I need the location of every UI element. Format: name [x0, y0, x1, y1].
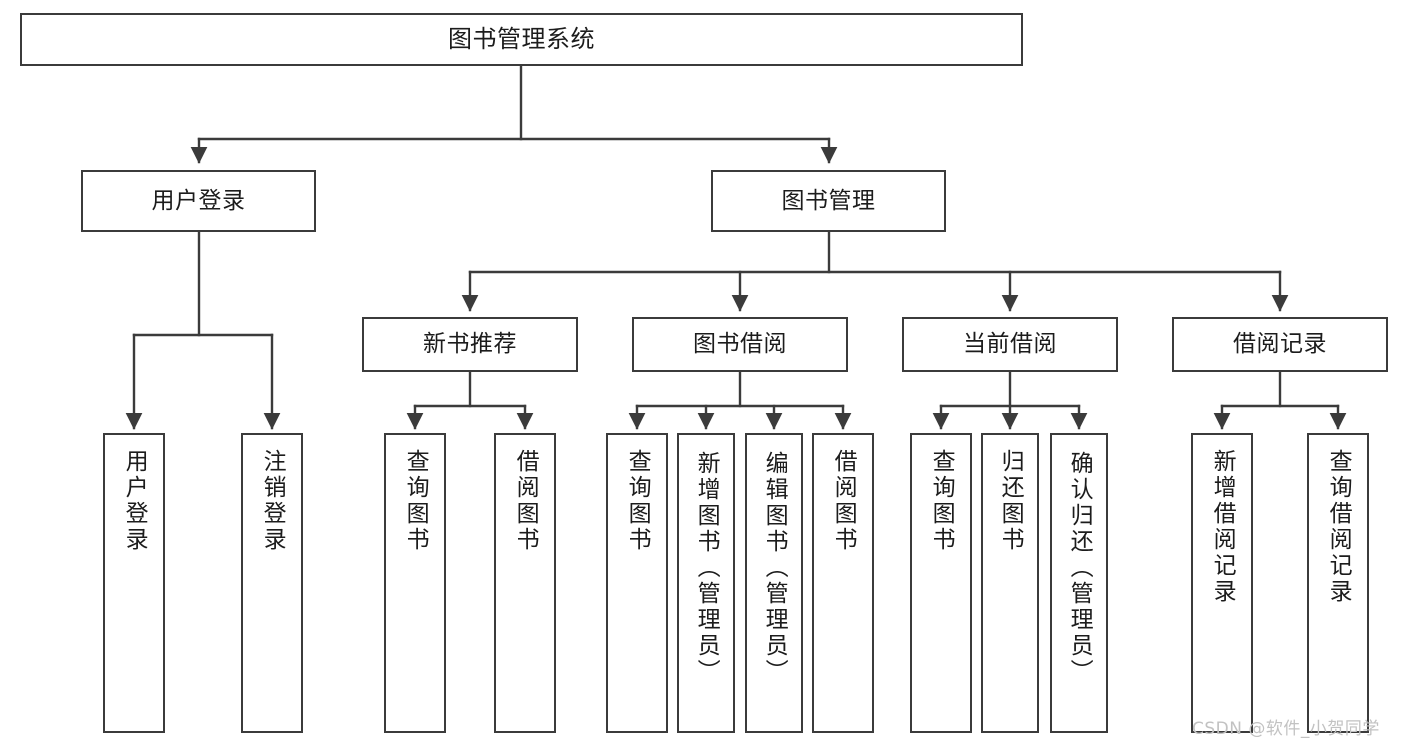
node-root-book-management-system[interactable]: 图书管理系统 [20, 13, 1023, 66]
node-label: 新增借阅记录 [1209, 449, 1236, 605]
node-label: 查询图书 [402, 449, 429, 553]
node-leaf-query-book-new[interactable]: 查询图书 [384, 433, 446, 733]
node-label: 查询图书 [928, 449, 955, 553]
node-label: 归还图书 [997, 449, 1024, 553]
node-label: 用户登录 [121, 449, 148, 553]
node-user-login[interactable]: 用户登录 [81, 170, 316, 232]
node-label: 借阅图书 [512, 449, 539, 553]
node-leaf-query-borrow-record[interactable]: 查询借阅记录 [1307, 433, 1369, 733]
node-label: 当前借阅 [963, 331, 1057, 358]
node-new-book-recommendation[interactable]: 新书推荐 [362, 317, 578, 372]
node-leaf-add-borrow-record[interactable]: 新增借阅记录 [1191, 433, 1253, 733]
node-leaf-edit-book-admin[interactable]: 编辑图书（管理员） [745, 433, 803, 733]
node-label: 编辑图书（管理员） [761, 451, 788, 685]
node-label: 借阅图书 [830, 449, 857, 553]
node-borrowing-record[interactable]: 借阅记录 [1172, 317, 1388, 372]
node-leaf-user-login[interactable]: 用户登录 [103, 433, 165, 733]
csdn-watermark: CSDN @软件_小贺同学 [1192, 719, 1380, 739]
node-leaf-query-book-borrow[interactable]: 查询图书 [606, 433, 668, 733]
node-label: 查询借阅记录 [1325, 449, 1352, 605]
node-label: 注销登录 [259, 449, 286, 553]
node-label: 确认归还（管理员） [1066, 451, 1093, 685]
node-current-borrowing[interactable]: 当前借阅 [902, 317, 1118, 372]
node-label: 图书管理系统 [448, 24, 595, 53]
node-book-management[interactable]: 图书管理 [711, 170, 946, 232]
node-label: 新书推荐 [423, 331, 517, 358]
node-label: 借阅记录 [1233, 331, 1327, 358]
node-book-borrowing[interactable]: 图书借阅 [632, 317, 848, 372]
node-leaf-borrow-book-borrow[interactable]: 借阅图书 [812, 433, 874, 733]
node-label: 图书借阅 [693, 331, 787, 358]
node-label: 用户登录 [151, 187, 246, 214]
node-label: 查询图书 [624, 449, 651, 553]
node-leaf-borrow-book-new[interactable]: 借阅图书 [494, 433, 556, 733]
node-leaf-query-book-current[interactable]: 查询图书 [910, 433, 972, 733]
node-leaf-logout[interactable]: 注销登录 [241, 433, 303, 733]
node-leaf-return-book[interactable]: 归还图书 [981, 433, 1039, 733]
node-label: 新增图书（管理员） [693, 451, 720, 685]
node-leaf-confirm-return-admin[interactable]: 确认归还（管理员） [1050, 433, 1108, 733]
node-leaf-add-book-admin[interactable]: 新增图书（管理员） [677, 433, 735, 733]
node-label: 图书管理 [781, 187, 876, 214]
